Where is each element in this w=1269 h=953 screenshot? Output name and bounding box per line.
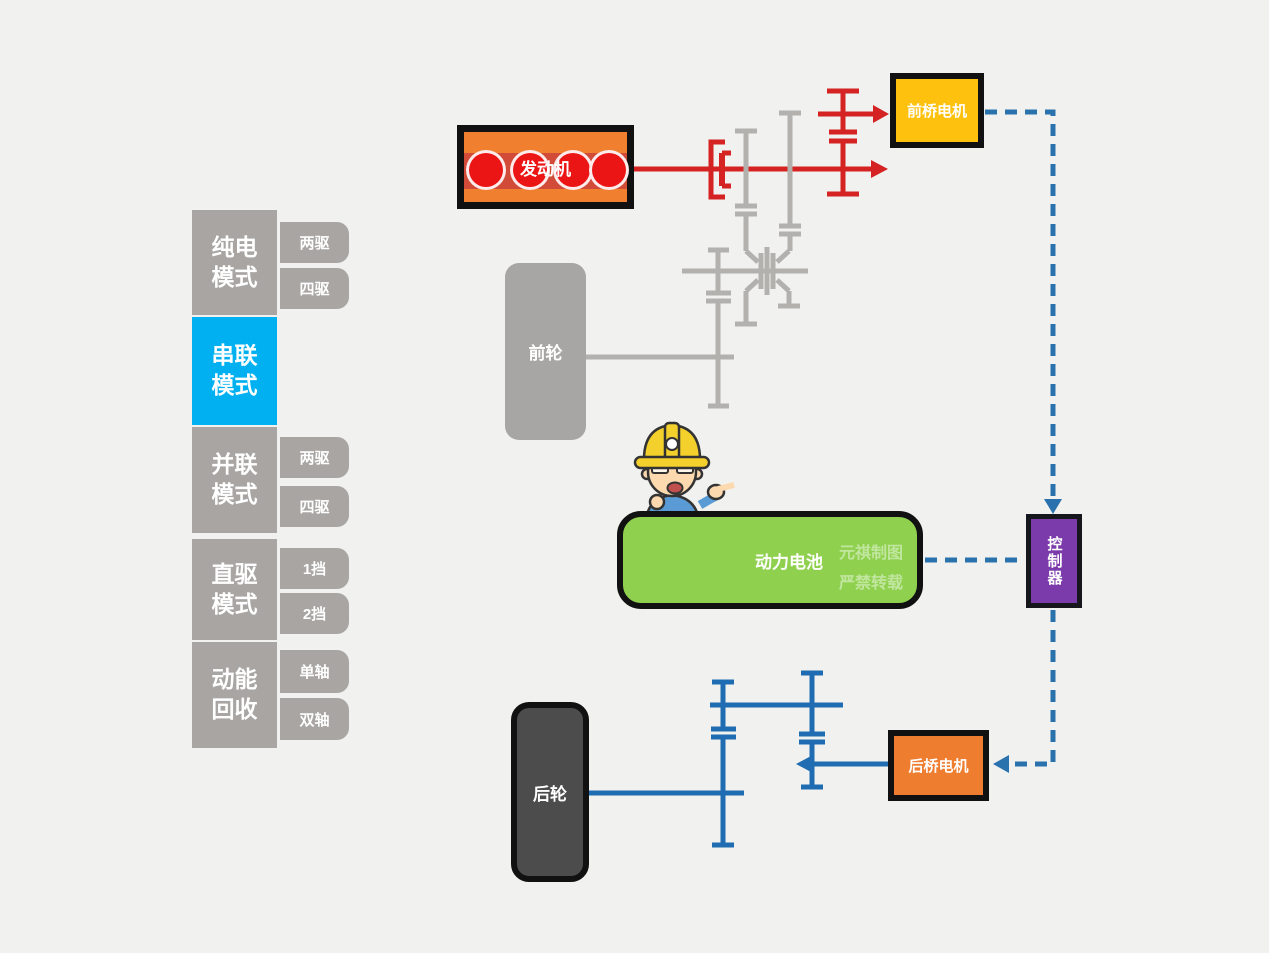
sidebar-item-energy-recovery[interactable]: 动能 回收	[192, 642, 277, 748]
sidebar-item-parallel-mode[interactable]: 并联 模式	[192, 427, 277, 533]
battery-box: 动力电池 元祺制图 严禁转载	[617, 511, 923, 609]
sidebar-item-series-mode[interactable]: 串联 模式	[192, 317, 277, 425]
mode-label-line: 串联	[211, 342, 258, 369]
mode-label-line: 回收	[211, 696, 258, 722]
sidebar-sub-parallel-2wd[interactable]: 两驱	[280, 437, 349, 478]
sidebar-item-pure-ev-mode[interactable]: 纯电 模式	[192, 210, 277, 315]
sidebar-sub-recovery-single-axle[interactable]: 单轴	[280, 650, 349, 693]
controller-input-arrowhead	[1044, 499, 1062, 514]
rear-motor-box: 后桥电机	[888, 730, 989, 801]
sidebar-item-direct-drive-mode[interactable]: 直驱 模式	[192, 539, 277, 640]
engine-shaft-red	[634, 88, 874, 200]
sidebar-sub-direct-gear1[interactable]: 1挡	[280, 548, 349, 589]
mode-label-line: 动能	[211, 666, 258, 693]
rear-wheel-label: 后轮	[533, 784, 567, 804]
sidebar-sub-pure-ev-4wd[interactable]: 四驱	[280, 268, 349, 309]
mode-label-line: 纯电	[211, 233, 258, 260]
rear-motor-input-arrowhead	[993, 755, 1009, 773]
engineer-mascot	[633, 421, 735, 524]
mode-label-line: 模式	[211, 263, 258, 290]
controller-label: 控制器	[1045, 535, 1063, 587]
mode-label-line: 模式	[211, 590, 258, 617]
rear-motor-label: 后桥电机	[908, 758, 969, 775]
front-motor-box: 前桥电机	[890, 73, 984, 148]
watermark-line1: 元祺制图	[839, 545, 904, 562]
sub-label: 2挡	[302, 606, 327, 623]
sub-label: 两驱	[299, 235, 330, 252]
mode-label-line: 模式	[211, 372, 258, 398]
watermark-line2: 严禁转载	[839, 574, 904, 592]
sidebar-sub-pure-ev-2wd[interactable]: 两驱	[280, 222, 349, 263]
front-transmission-gears-gray	[585, 110, 808, 409]
mode-label-line: 直驱	[211, 560, 258, 587]
front-motor-shaft-arrowhead	[873, 105, 889, 123]
rear-wheel-box: 后轮	[511, 702, 589, 882]
engine-cylinder-icon	[466, 150, 506, 190]
engine-cylinder-icon	[589, 150, 629, 190]
sub-label: 单轴	[299, 664, 330, 681]
controller-box: 控制器	[1026, 514, 1082, 608]
front-wheel-box: 前轮	[505, 263, 586, 440]
front-wheel-label: 前轮	[528, 344, 563, 363]
sub-label: 四驱	[299, 281, 330, 298]
engine-cylinder-icon	[510, 150, 550, 190]
sub-label: 双轴	[299, 711, 330, 729]
mode-label-line: 模式	[211, 481, 258, 507]
engine-label: 发动机	[520, 159, 571, 179]
watermark: 元祺制图 严禁转载	[839, 539, 903, 598]
rear-motor-shaft-arrowhead	[796, 755, 813, 773]
engine-box: 发动机	[457, 125, 634, 209]
sidebar-sub-recovery-dual-axle[interactable]: 双轴	[280, 698, 349, 740]
electrical-power-flow-dashed	[925, 109, 1056, 767]
rear-transmission-gears-blue	[588, 670, 888, 848]
sidebar-sub-direct-gear2[interactable]: 2挡	[280, 593, 349, 634]
sub-label: 四驱	[299, 499, 330, 516]
mode-label-line: 并联	[211, 451, 258, 478]
sidebar-sub-parallel-4wd[interactable]: 四驱	[280, 486, 349, 527]
battery-label: 动力电池	[755, 552, 823, 572]
sub-label: 两驱	[299, 450, 330, 467]
front-motor-label: 前桥电机	[906, 103, 967, 120]
sub-label: 1挡	[302, 561, 327, 578]
engine-shaft-arrowhead	[871, 160, 888, 178]
